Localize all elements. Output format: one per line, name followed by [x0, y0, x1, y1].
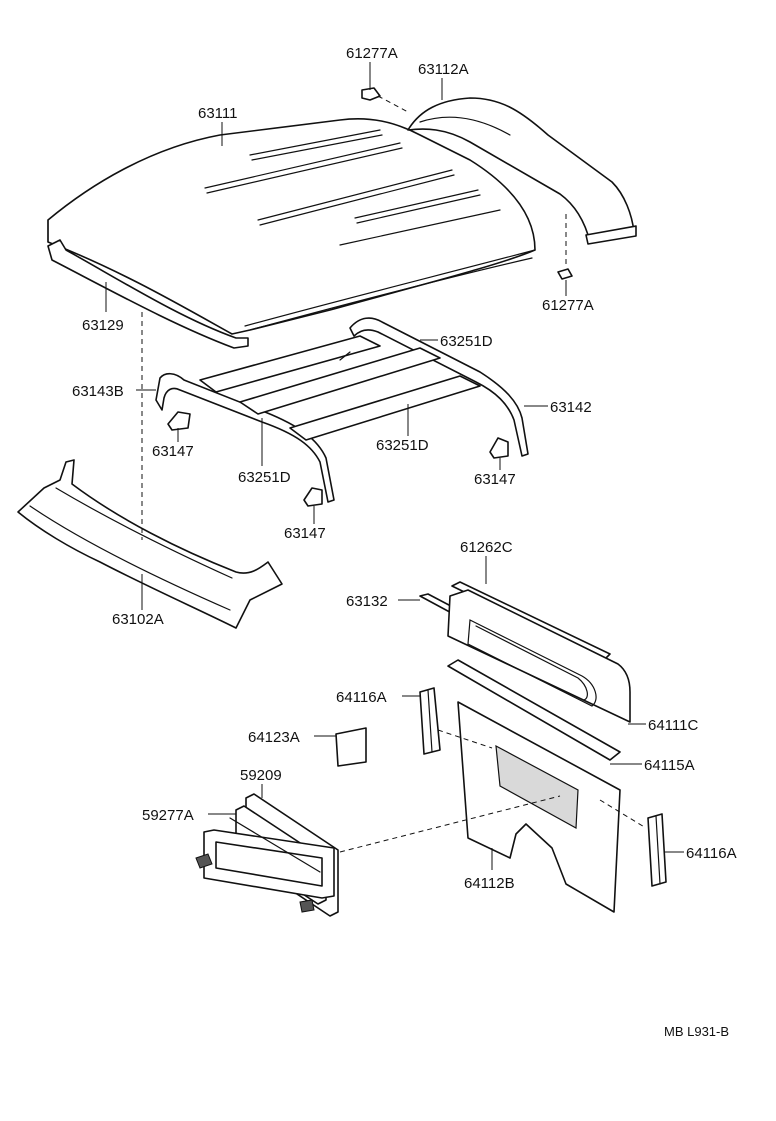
label-63132: 63132 [346, 593, 388, 610]
label-63251d-mid: 63251D [238, 469, 291, 486]
bow-bracket-left [167, 411, 191, 431]
upright-right [647, 813, 667, 887]
label-64115a: 64115A [644, 757, 695, 774]
bow-bracket-bottom [303, 487, 323, 507]
label-63142: 63142 [550, 399, 592, 416]
roof-bows [155, 317, 529, 503]
label-64116a-right: 64116A [686, 845, 737, 862]
label-63112a: 63112A [418, 61, 469, 78]
label-63147-right: 63147 [474, 471, 516, 488]
front-header-panel [17, 459, 283, 629]
label-63147-left: 63147 [152, 443, 194, 460]
label-61262c: 61262C [460, 539, 513, 556]
label-64123a: 64123A [248, 729, 300, 746]
label-63251d-top: 63251D [440, 333, 493, 350]
label-63251d-low: 63251D [376, 437, 429, 454]
side-panel-assembly [419, 581, 631, 913]
label-63143b: 63143B [72, 383, 124, 400]
label-64111c: 64111C [648, 717, 698, 734]
bow-bracket-right [489, 437, 509, 459]
label-63102a: 63102A [112, 611, 164, 628]
rear-roof-section [407, 97, 637, 245]
label-61277a-top: 61277A [346, 45, 398, 62]
clip-right [557, 268, 573, 280]
leader-lines [105, 62, 684, 870]
drawing-code: MB L931-B [664, 1024, 729, 1039]
label-59277a: 59277A [142, 807, 194, 824]
label-64116a-left: 64116A [336, 689, 387, 706]
label-59209: 59209 [240, 767, 282, 784]
roof-panel [47, 117, 536, 335]
pad-64123a [335, 727, 367, 767]
side-window-assembly [195, 793, 339, 917]
label-63129: 63129 [82, 317, 124, 334]
label-61277a-right: 61277A [542, 297, 594, 314]
label-63111: 63111 [198, 105, 238, 122]
label-64112b: 64112B [464, 875, 515, 892]
label-63147-bottom: 63147 [284, 525, 326, 542]
clip-top [361, 87, 381, 101]
part-labels: 61277A 63112A 63111 61277A 63129 63251D … [72, 45, 737, 1039]
